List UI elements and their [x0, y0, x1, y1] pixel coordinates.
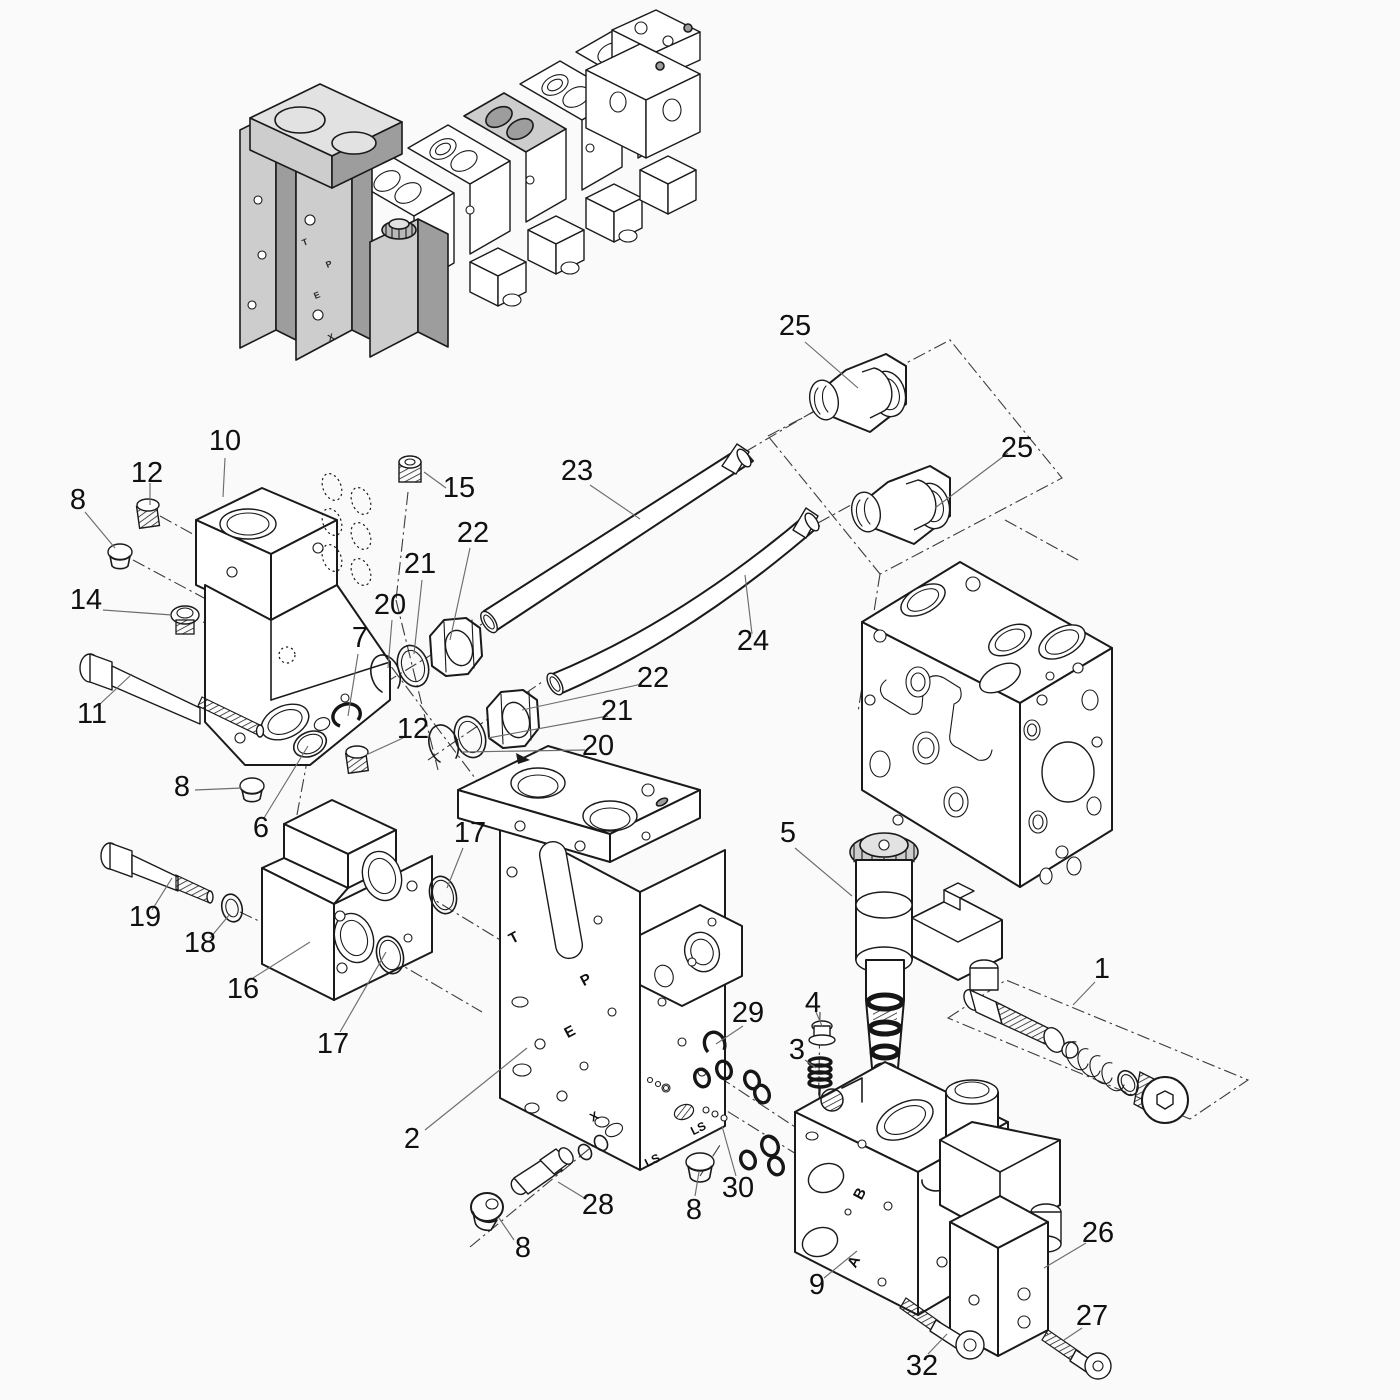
part-22-nut-lower [486, 689, 540, 749]
part-27-bolt [1041, 1329, 1112, 1380]
callout-30: 30 [722, 1172, 754, 1204]
callout-8d: 8 [515, 1232, 531, 1264]
part-17-oring-lower [375, 935, 405, 975]
part-26-solenoid-valve [939, 1079, 1062, 1357]
callout-2: 2 [404, 1123, 420, 1155]
part-28-check-valve [510, 1134, 609, 1196]
callout-23: 23 [561, 455, 593, 487]
part-12-plug-upper [135, 498, 161, 530]
part-11-bolt [79, 653, 265, 738]
callout-25a: 25 [779, 310, 811, 342]
callout-11: 11 [77, 698, 107, 730]
callout-21b: 21 [601, 695, 633, 727]
callout-12b: 12 [397, 713, 429, 745]
part-14-plug [170, 605, 200, 635]
part-32-bolt [899, 1297, 985, 1360]
end-group-left-gray: T P E X [239, 83, 449, 361]
callout-9: 9 [809, 1269, 825, 1301]
callout-20b: 20 [582, 730, 614, 762]
callout-4: 4 [805, 987, 821, 1019]
callout-17a: 17 [454, 817, 486, 849]
callout-8b: 8 [174, 771, 190, 803]
part-12-plug-lower [344, 745, 370, 775]
end-block-right [585, 9, 701, 159]
assembled-solenoid-valves [469, 155, 697, 307]
asm-marking-E: E [312, 289, 321, 301]
callout-22a: 22 [457, 517, 489, 549]
part-7-snap-ring [331, 702, 362, 728]
callout-20a: 20 [374, 589, 406, 621]
part-17-oring-upper [428, 875, 458, 915]
asm-marking-P: P [324, 258, 333, 270]
asm-marking-T: T [300, 236, 309, 248]
leader-lines [84, 341, 1096, 1355]
callout-5: 5 [780, 817, 796, 849]
body-marking-LS2: LS [642, 1151, 662, 1170]
callout-3: 3 [789, 1034, 805, 1066]
callout-8c: 8 [686, 1194, 702, 1226]
part-1-spool-kit [963, 989, 1189, 1124]
callout-25b: 25 [1001, 432, 1033, 464]
part-19-bolt [100, 842, 214, 904]
callout-22b: 22 [637, 662, 669, 694]
part-8-plug-upper [107, 543, 133, 570]
callout-26: 26 [1082, 1217, 1114, 1249]
part-10-end-cap [195, 487, 391, 766]
callout-16: 16 [227, 973, 259, 1005]
callout-labels: 1 2 3 4 5 6 7 8 8 8 8 9 10 11 12 12 14 1… [70, 310, 1114, 1382]
part-30-orings [692, 1059, 786, 1177]
part-25-elbow-lower [850, 465, 951, 545]
part-4-poppet [808, 1020, 836, 1046]
callout-7: 7 [352, 622, 368, 654]
part-25-elbow-upper [808, 353, 907, 433]
part-15-fitting [398, 455, 422, 483]
part-23-tube [480, 443, 754, 634]
callout-19: 19 [129, 901, 161, 933]
callout-28: 28 [582, 1189, 614, 1221]
callout-18: 18 [184, 927, 216, 959]
asm-marking-X: X [326, 331, 335, 343]
part-18-washer [220, 893, 244, 923]
part-16-block [261, 799, 433, 1001]
part-5-solenoid-cartridge-valve [849, 832, 1003, 1074]
callout-14: 14 [70, 584, 102, 616]
callout-15: 15 [443, 472, 475, 504]
part-22-nut-upper [429, 617, 483, 677]
right-valve-section-block [861, 561, 1113, 888]
callout-17b: 17 [317, 1028, 349, 1060]
part-6-oring [292, 730, 328, 758]
part-24-tube [546, 507, 820, 696]
callout-29: 29 [732, 997, 764, 1029]
part-2-main-body: T P E X LS LS [457, 745, 743, 1171]
callout-10: 10 [209, 425, 241, 457]
callout-6: 6 [253, 812, 269, 844]
callout-32: 32 [906, 1350, 938, 1382]
ring-set-lower [428, 689, 540, 763]
callout-1: 1 [1094, 953, 1110, 985]
body-marking-LS1: LS [688, 1119, 708, 1138]
part-8-plug-bottom-left [470, 1192, 504, 1232]
callout-27: 27 [1076, 1300, 1108, 1332]
part-8-plug-bottom-right [685, 1152, 715, 1183]
interface-oring-positions-dotted [321, 472, 372, 587]
part-29-snap-ring [702, 1030, 727, 1054]
callout-24: 24 [737, 625, 769, 657]
callout-12a: 12 [131, 457, 163, 489]
assembled-valve-bank: T P E X [239, 9, 701, 361]
ring-set-upper [370, 617, 483, 693]
callout-21a: 21 [404, 548, 436, 580]
part-8-plug-lower-left [239, 777, 265, 803]
callout-8a: 8 [70, 484, 86, 516]
